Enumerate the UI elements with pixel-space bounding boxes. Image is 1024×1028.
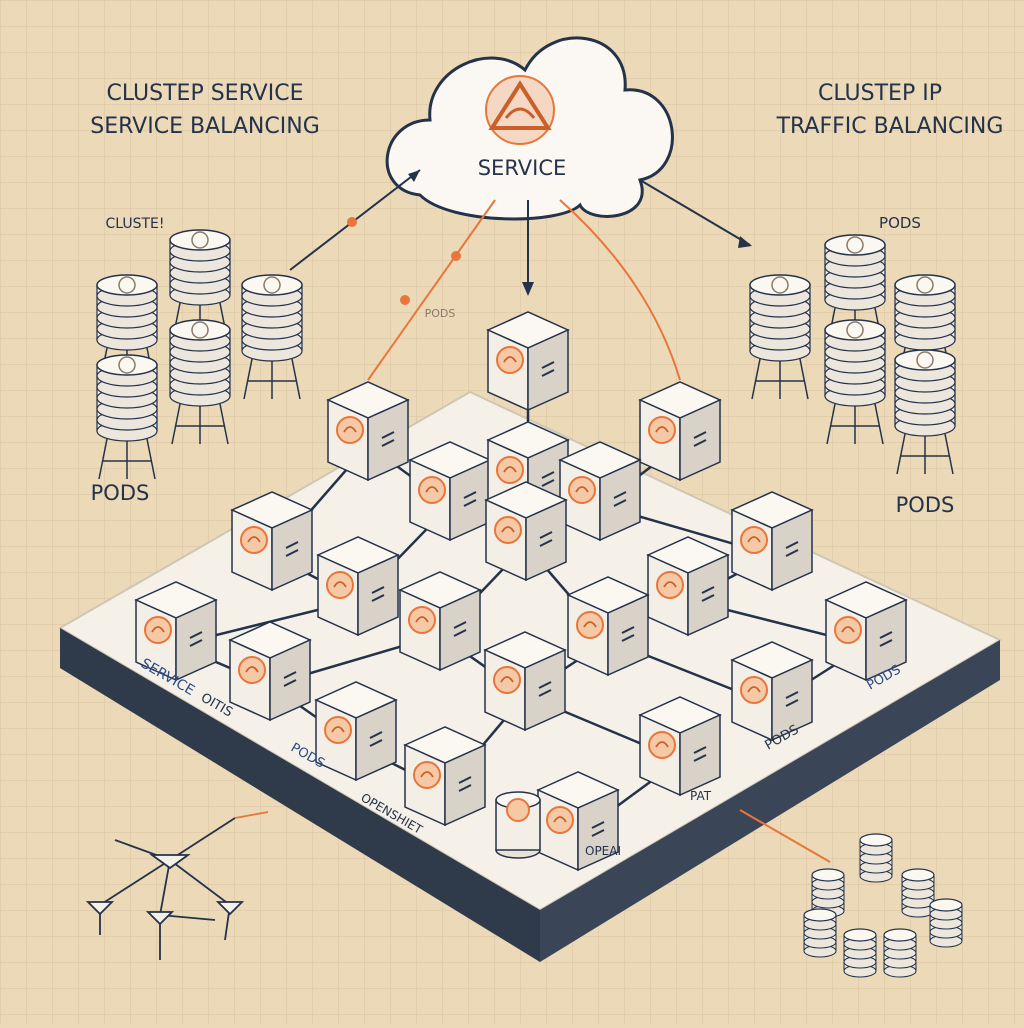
pod-swirl-icon	[740, 526, 768, 554]
pod-swirl-icon	[493, 666, 521, 694]
small-pod-stack	[811, 868, 845, 918]
pod-cube	[326, 381, 410, 482]
pod-stack	[894, 349, 956, 475]
pod-cube	[558, 441, 642, 542]
pod-stack	[241, 274, 303, 400]
pod-swirl-icon	[144, 616, 172, 644]
pod-stack	[169, 229, 231, 344]
pod-cube	[314, 681, 398, 782]
pod-stack	[96, 354, 158, 480]
network-tree-icon	[85, 811, 269, 960]
pod-swirl-icon	[648, 731, 676, 759]
pod-cube	[403, 726, 487, 827]
pod-cube	[646, 536, 730, 637]
pod-swirl-icon	[496, 456, 524, 484]
pod-cube	[566, 576, 650, 677]
pod-cubes	[134, 311, 908, 872]
pod-swirl-icon	[418, 476, 446, 504]
platform-front-left	[60, 628, 540, 962]
pod-swirl-icon	[336, 416, 364, 444]
pod-stack	[169, 319, 231, 445]
pod-swirl-icon	[576, 611, 604, 639]
pod-cube	[316, 536, 400, 637]
left-pods-label: PODS	[91, 481, 150, 505]
pod-cube	[638, 696, 722, 797]
pod-stack	[96, 274, 158, 389]
pod-swirl-icon	[326, 571, 354, 599]
pod-cube	[486, 311, 570, 412]
pod-stack	[824, 319, 886, 445]
pod-cube	[134, 581, 218, 682]
small-pod-stack	[901, 868, 935, 918]
service-cloud	[385, 36, 674, 221]
platform-pat-label: PAT	[690, 789, 712, 803]
pod-swirl-icon	[568, 476, 596, 504]
platform-front-right	[540, 640, 1000, 962]
pod-cube	[408, 441, 492, 542]
pod-swirl-icon	[240, 526, 268, 554]
pod-cube	[730, 491, 814, 592]
pod-cube	[230, 491, 314, 592]
right-pods-label: PODS	[896, 493, 955, 517]
pod-cube	[730, 641, 814, 742]
left-title-2: SERVICE BALANCING	[90, 114, 320, 139]
pod-swirl-icon	[238, 656, 266, 684]
left-small-label: CLUSTE!	[105, 216, 164, 232]
mid-small-label: PODS	[425, 307, 456, 320]
pod-cube	[483, 631, 567, 732]
pod-swirl-icon	[546, 806, 574, 834]
right-title-2: TRAFFIC BALANCING	[776, 114, 1004, 139]
pod-cube	[228, 621, 312, 722]
platform-opeai-label: OPEAI	[585, 844, 621, 858]
pod-stack	[824, 234, 886, 349]
pod-cube	[638, 381, 722, 482]
pod-cube	[484, 481, 568, 582]
small-pod-stack	[859, 833, 893, 883]
left-title-1: CLUSTEP SERVICE	[107, 81, 304, 106]
pod-swirl-icon	[496, 346, 524, 374]
pod-swirl-icon	[648, 416, 676, 444]
pod-cube	[536, 771, 620, 872]
pod-cube	[824, 581, 908, 682]
service-logo-icon	[485, 75, 555, 145]
pod-swirl-icon	[408, 606, 436, 634]
pod-swirl-icon	[494, 516, 522, 544]
small-pod-stack	[843, 928, 877, 978]
pod-swirl-icon	[413, 761, 441, 789]
right-small-label: PODS	[879, 214, 921, 232]
small-pod-stack	[929, 898, 963, 948]
pod-swirl-icon	[324, 716, 352, 744]
pod-stack	[749, 274, 811, 400]
small-pod-stack	[883, 928, 917, 978]
cloud-label: SERVICE	[478, 156, 567, 180]
openshift-pod-icon	[495, 791, 541, 859]
pod-cube	[398, 571, 482, 672]
pod-swirl-icon	[834, 616, 862, 644]
pod-stacks	[96, 229, 963, 978]
pod-swirl-icon	[656, 571, 684, 599]
right-title-1: CLUSTEP IP	[818, 81, 942, 106]
pod-swirl-icon	[740, 676, 768, 704]
small-pod-stack	[803, 908, 837, 958]
cloud-connectors	[289, 169, 752, 381]
